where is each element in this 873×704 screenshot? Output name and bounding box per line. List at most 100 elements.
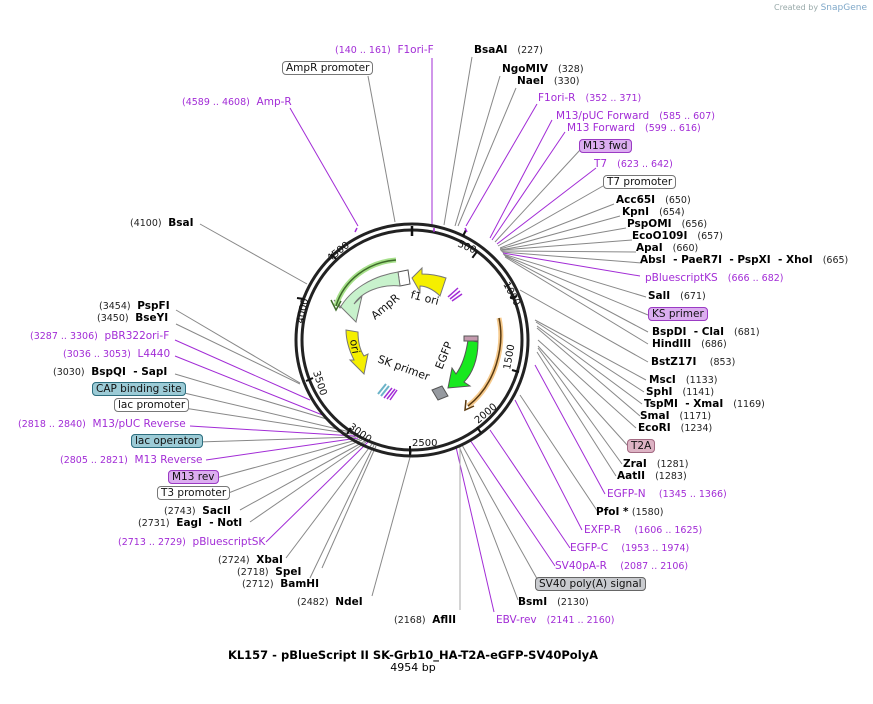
primer-pos: (3287 .. 3306): [30, 331, 98, 342]
primer-egfp-c[interactable]: EGFP-C (1953 .. 1974): [570, 542, 689, 555]
enzyme-bamhi[interactable]: (2712) BamHI: [242, 578, 319, 591]
enzyme-absi-xhoi[interactable]: AbsI - PaeR7I - PspXI - XhoI (665): [640, 254, 848, 267]
enzyme-name: PspOMI: [627, 218, 672, 230]
enzyme-aflii[interactable]: (2168) AflII: [394, 614, 456, 627]
enzyme-spei[interactable]: (2718) SpeI: [237, 566, 301, 579]
enzyme-pspfi[interactable]: (3454) PspFI: [99, 300, 170, 313]
feature-sv40-polya[interactable]: SV40 poly(A) signal: [535, 577, 646, 591]
enzyme-bspqi-sapi[interactable]: (3030) BspQI - SapI: [53, 366, 167, 379]
enzyme-kpni[interactable]: KpnI (654): [622, 206, 685, 219]
enzyme-pos: (1171): [679, 411, 712, 422]
enzyme-smai[interactable]: SmaI (1171): [640, 410, 711, 423]
enzyme-sphi[interactable]: SphI (1141): [646, 386, 714, 399]
enzyme-pos: (660): [672, 243, 699, 254]
enzyme-name: NaeI: [517, 75, 544, 87]
enzyme-ngomiv[interactable]: NgoMIV (328): [502, 63, 584, 76]
enzyme-ndei[interactable]: (2482) NdeI: [297, 596, 363, 609]
primer-t7[interactable]: T7 (623 .. 642): [594, 158, 673, 171]
enzyme-pos: (1133): [685, 375, 718, 386]
enzyme-pos: (2731): [138, 518, 170, 529]
primer-m13-forward[interactable]: M13 Forward (599 .. 616): [567, 122, 701, 135]
enzyme-msci[interactable]: MscI (1133): [649, 374, 717, 387]
feature-t3-promoter[interactable]: T3 promoter: [157, 486, 231, 500]
primer-exfp-r[interactable]: EXFP-R (1606 .. 1625): [584, 524, 702, 537]
ampr-feature[interactable]: [333, 271, 401, 323]
enzyme-naei[interactable]: NaeI (330): [517, 75, 579, 88]
enzyme-sacii[interactable]: (2743) SacII: [164, 505, 231, 518]
feature-box: M13 fwd: [579, 139, 632, 153]
enzyme-ecori[interactable]: EcoRI (1234): [638, 422, 712, 435]
primer-name: EBV-rev: [496, 614, 537, 626]
primer-sv40pa-r[interactable]: SV40pA-R (2087 .. 2106): [555, 560, 688, 573]
feature-ampr-promoter[interactable]: AmpR promoter: [282, 61, 374, 75]
primer-l4440[interactable]: (3036 .. 3053) L4440: [63, 348, 170, 361]
tick-3500: 3500: [310, 370, 328, 398]
enzyme-name: BsmI: [518, 596, 548, 608]
enzyme-bsaai[interactable]: BsaAI (227): [474, 44, 543, 57]
enzyme-hindiii[interactable]: HindIII (686): [652, 338, 727, 351]
enzyme-zrai[interactable]: ZraI (1281): [623, 458, 688, 471]
primer-f1ori-f[interactable]: (140 .. 161) F1ori-F: [335, 44, 434, 57]
enzyme-name: BamHI: [280, 578, 320, 590]
primer-m13puc-reverse[interactable]: (2818 .. 2840) M13/pUC Reverse: [18, 418, 186, 431]
t2a-feature[interactable]: [463, 335, 479, 342]
tick-1500: 1500: [502, 344, 517, 371]
enzyme-name: BsaAI: [474, 44, 508, 56]
feature-ks-primer[interactable]: KS primer: [648, 307, 708, 321]
enzyme-xbai[interactable]: (2724) XbaI: [218, 554, 283, 567]
leader-lines: [174, 56, 649, 613]
primer-pbluescriptsk[interactable]: (2713 .. 2729) pBluescriptSK: [118, 536, 265, 549]
enzyme-aatii[interactable]: AatII (1283): [617, 470, 687, 483]
feature-m13-fwd[interactable]: M13 fwd: [579, 139, 632, 153]
enzyme-bsmi[interactable]: BsmI (2130): [518, 596, 589, 609]
primer-name: pBR322ori-F: [104, 330, 170, 342]
ori-feature[interactable]: [345, 329, 369, 376]
primer-egfp-n[interactable]: EGFP-N (1345 .. 1366): [607, 488, 727, 501]
enzyme-eagi-noti[interactable]: (2731) EagI - NotI: [138, 517, 242, 530]
enzyme-bstz17i[interactable]: BstZ17I (853): [651, 356, 735, 369]
primer-name: Amp-R: [256, 96, 292, 108]
feature-lac-promoter[interactable]: lac promoter: [114, 398, 190, 412]
enzyme-pfoi[interactable]: PfoI * (1580): [596, 506, 663, 519]
enzyme-sali[interactable]: SalI (671): [648, 290, 706, 303]
enzyme-name: XbaI: [256, 554, 283, 566]
enzyme-name: PfoI *: [596, 506, 629, 518]
primer-f1ori-r[interactable]: F1ori-R (352 .. 371): [538, 92, 641, 105]
enzyme-pos: (2724): [218, 555, 250, 566]
enzyme-pos: (1234): [680, 423, 713, 434]
tick-4000: 4000: [295, 297, 311, 324]
sk-primer-stack: [377, 383, 398, 401]
enzyme-tspmi-xmai[interactable]: TspMI - XmaI (1169): [644, 398, 765, 411]
primer-pbluescriptks[interactable]: pBluescriptKS (666 .. 682): [645, 272, 784, 285]
feature-t7-promoter[interactable]: T7 promoter: [603, 175, 677, 189]
plasmid-length: 4954 bp: [390, 661, 436, 674]
enzyme-name: BsaI: [168, 217, 194, 229]
credit-brand: SnapGene: [820, 3, 867, 13]
primer-pos: (1345 .. 1366): [658, 489, 727, 500]
feature-box: AmpR promoter: [282, 61, 374, 75]
tick-2500: 2500: [412, 438, 437, 449]
enzyme-bspdi-clai[interactable]: BspDI - ClaI (681): [652, 326, 760, 339]
primer-name: pBluescriptKS: [645, 272, 718, 284]
feature-m13-rev[interactable]: M13 rev: [168, 470, 219, 484]
sv40-polya-feature[interactable]: [431, 385, 449, 401]
feature-cap-binding-site[interactable]: CAP binding site: [92, 382, 186, 396]
primer-m13-reverse[interactable]: (2805 .. 2821) M13 Reverse: [60, 454, 203, 467]
enzyme-apai[interactable]: ApaI (660): [636, 242, 698, 255]
enzyme-pspomi[interactable]: PspOMI (656): [627, 218, 707, 231]
primer-pbr322ori-f[interactable]: (3287 .. 3306) pBR322ori-F: [30, 330, 169, 343]
feature-t2a[interactable]: T2A: [627, 439, 656, 453]
feature-lac-operator[interactable]: lac operator: [131, 434, 203, 448]
egfp-feature[interactable]: [447, 339, 479, 389]
primer-amp-r[interactable]: (4589 .. 4608) Amp-R: [182, 96, 292, 109]
enzyme-eco0109i[interactable]: EcoO109I (657): [632, 230, 723, 243]
f1-ori-feature[interactable]: [411, 266, 447, 297]
primer-pos: (1606 .. 1625): [634, 525, 703, 536]
enzyme-bsai[interactable]: (4100) BsaI: [130, 217, 194, 230]
primer-m13puc-forward[interactable]: M13/pUC Forward (585 .. 607): [556, 110, 715, 123]
primer-ebv-rev[interactable]: EBV-rev (2141 .. 2160): [496, 614, 615, 627]
enzyme-acc65i[interactable]: Acc65I (650): [616, 194, 691, 207]
enzyme-bseyi[interactable]: (3450) BseYI: [97, 312, 168, 325]
enzyme-pos: (330): [553, 76, 580, 87]
primer-pos: (2818 .. 2840): [18, 419, 86, 430]
